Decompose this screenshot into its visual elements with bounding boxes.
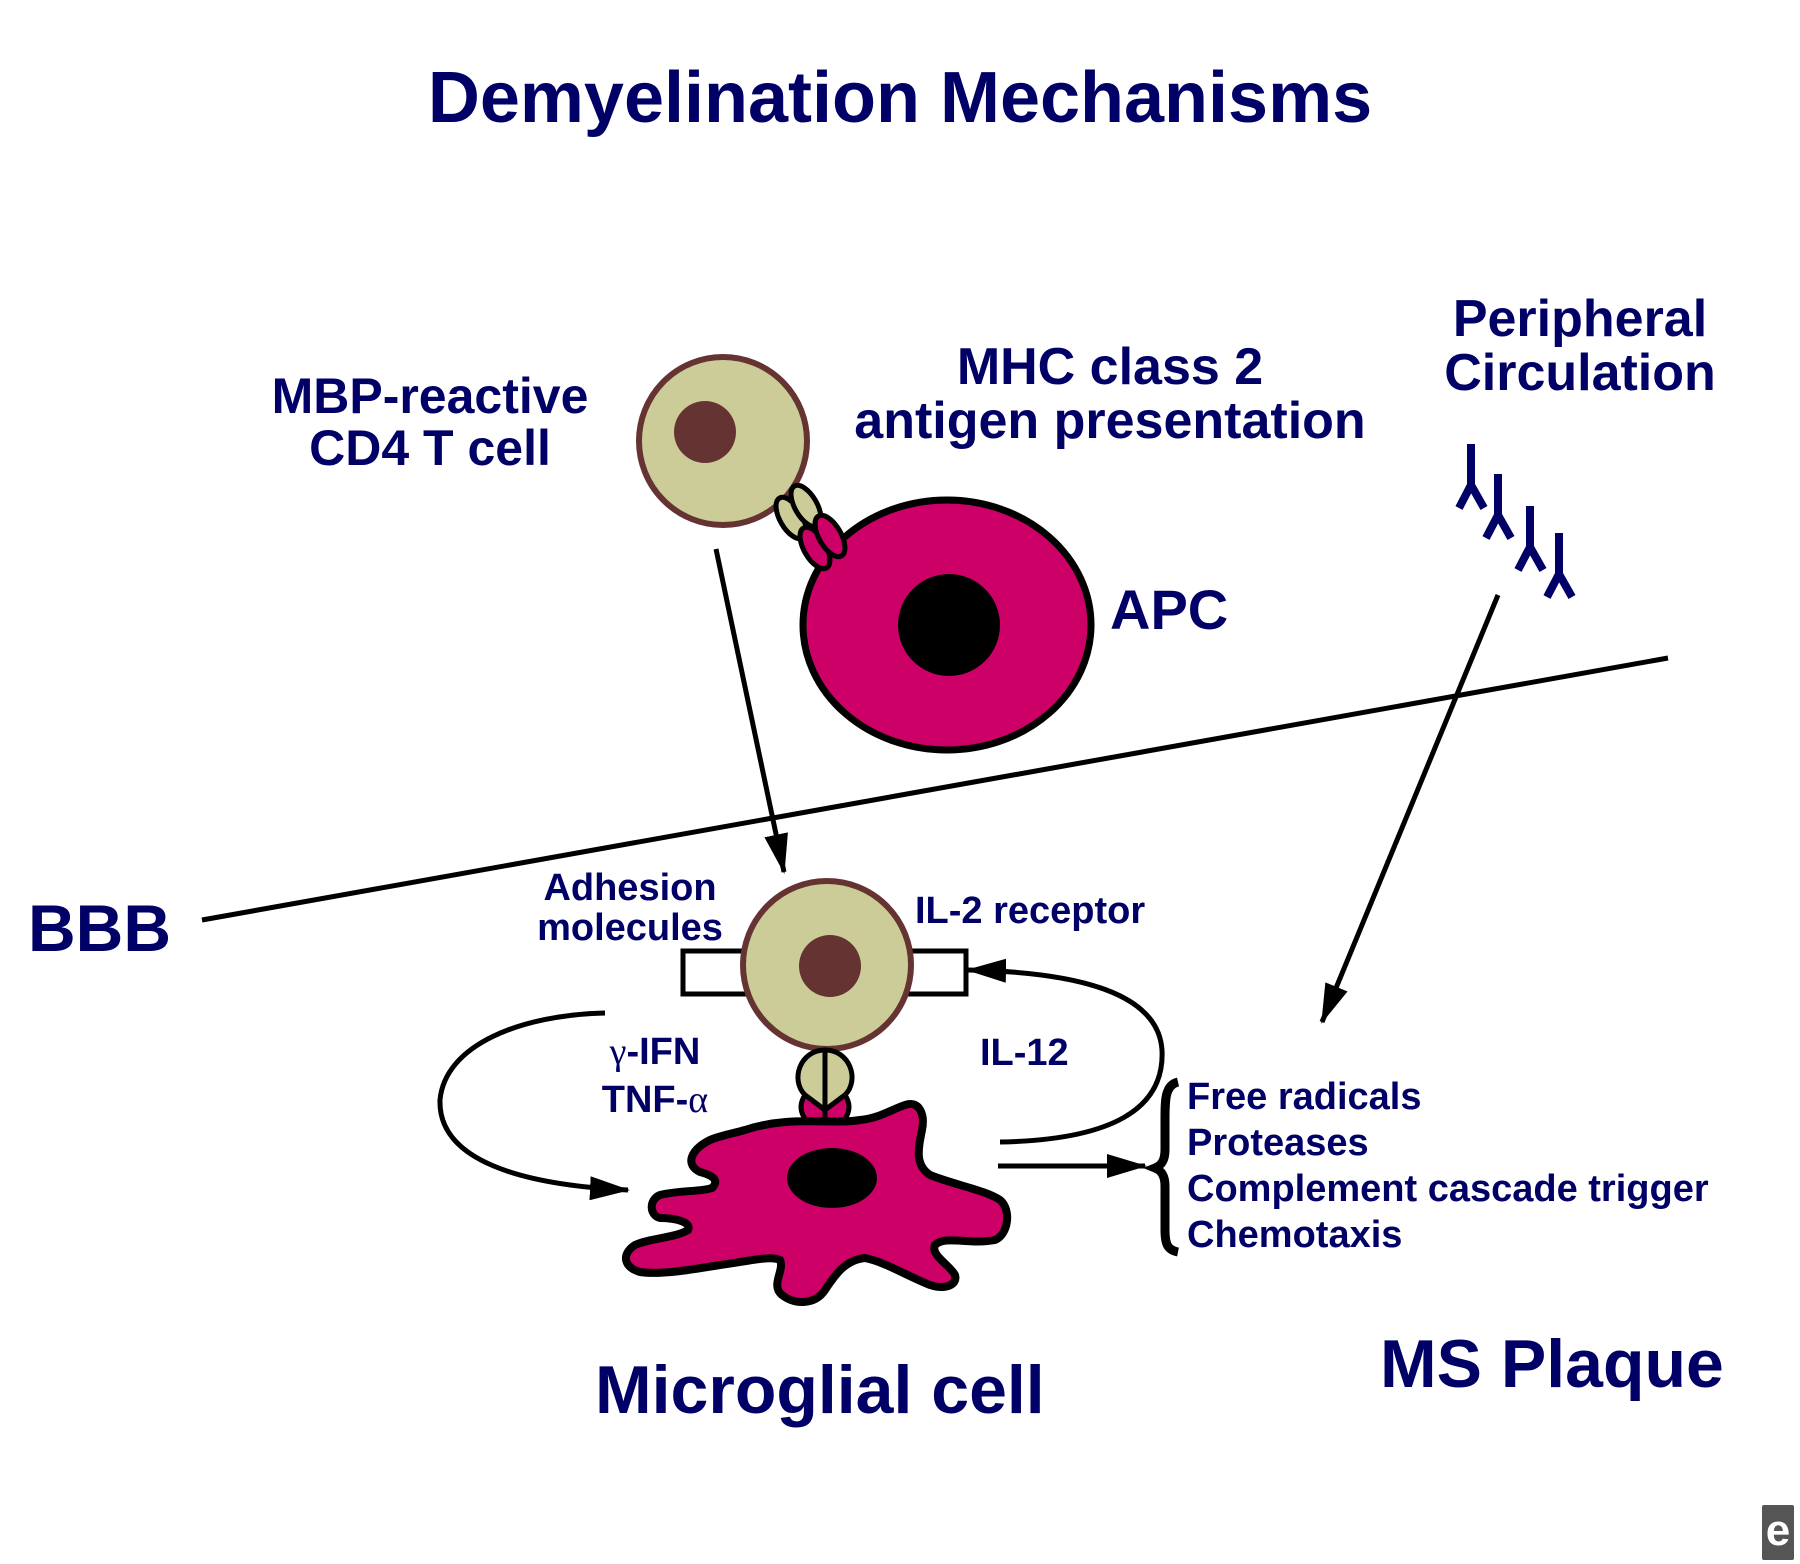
cytokine-arrow-left (437, 1010, 630, 1201)
adhesion-label-line2: molecules (537, 907, 723, 949)
apc-label: APC (1110, 578, 1229, 641)
tcr-mhc-complex-top (773, 482, 848, 572)
logo-icon: e (1762, 1505, 1794, 1560)
tcell-top-nucleus (674, 401, 736, 463)
il12-label: IL-12 (980, 1032, 1069, 1074)
antibody-icon (1543, 533, 1576, 599)
apc-nucleus (898, 574, 1000, 676)
effects-list: Free radicals Proteases Complement casca… (1187, 1074, 1709, 1258)
alpha-symbol: α (688, 1079, 709, 1121)
peripheral-label-line2: Circulation (1444, 344, 1716, 402)
ms-plaque-label: MS Plaque (1380, 1326, 1724, 1402)
mhc-label-line2: antigen presentation (854, 392, 1366, 450)
mhc-label: MHC class 2 antigen presentation (820, 340, 1400, 448)
ifn-label: γ-IFN (609, 1031, 701, 1073)
adhesion-molecules-label: Adhesion molecules (520, 868, 740, 948)
effect-item: Chemotaxis (1187, 1214, 1403, 1256)
mhc-label-line1: MHC class 2 (956, 338, 1264, 396)
gamma-symbol: γ (609, 1031, 627, 1073)
antibody-icon (1455, 444, 1488, 510)
tcell-label-line1: MBP-reactive (271, 368, 589, 424)
microglial-nucleus (787, 1148, 877, 1208)
tcell-cns-nucleus (799, 935, 861, 997)
migration-arrow (713, 548, 788, 874)
bbb-label: BBB (28, 891, 171, 965)
tcell-label: MBP-reactive CD4 T cell (230, 370, 630, 474)
antibody-icon (1514, 506, 1547, 572)
antibody-icon (1482, 474, 1515, 540)
il2-receptor-label: IL-2 receptor (915, 890, 1146, 932)
effect-item: Proteases (1187, 1122, 1369, 1164)
tnf-label: TNF-α (601, 1079, 709, 1121)
tcell-cns (740, 878, 914, 1052)
tcell-top (636, 354, 810, 528)
microglial-cell-label: Microglial cell (595, 1352, 1045, 1428)
bbb-line (201, 655, 1669, 923)
peripheral-label-line1: Peripheral (1452, 290, 1708, 348)
antibody-arrow (1319, 594, 1501, 1024)
effect-item: Complement cascade trigger (1187, 1168, 1709, 1210)
effect-item: Free radicals (1187, 1076, 1422, 1118)
peripheral-circulation-label: Peripheral Circulation (1420, 292, 1740, 400)
tcell-label-line2: CD4 T cell (309, 420, 551, 476)
effects-brace (1142, 1077, 1180, 1257)
adhesion-label-line1: Adhesion (543, 867, 717, 909)
microglial-cell (622, 1100, 1012, 1306)
antibody-icons (1455, 444, 1576, 599)
page-title: Demyelination Mechanisms (427, 58, 1373, 138)
il12-arrow (966, 958, 1165, 1145)
apc-cell (799, 496, 1095, 754)
cytokine-label: γ-IFN TNF-α (580, 1028, 730, 1124)
